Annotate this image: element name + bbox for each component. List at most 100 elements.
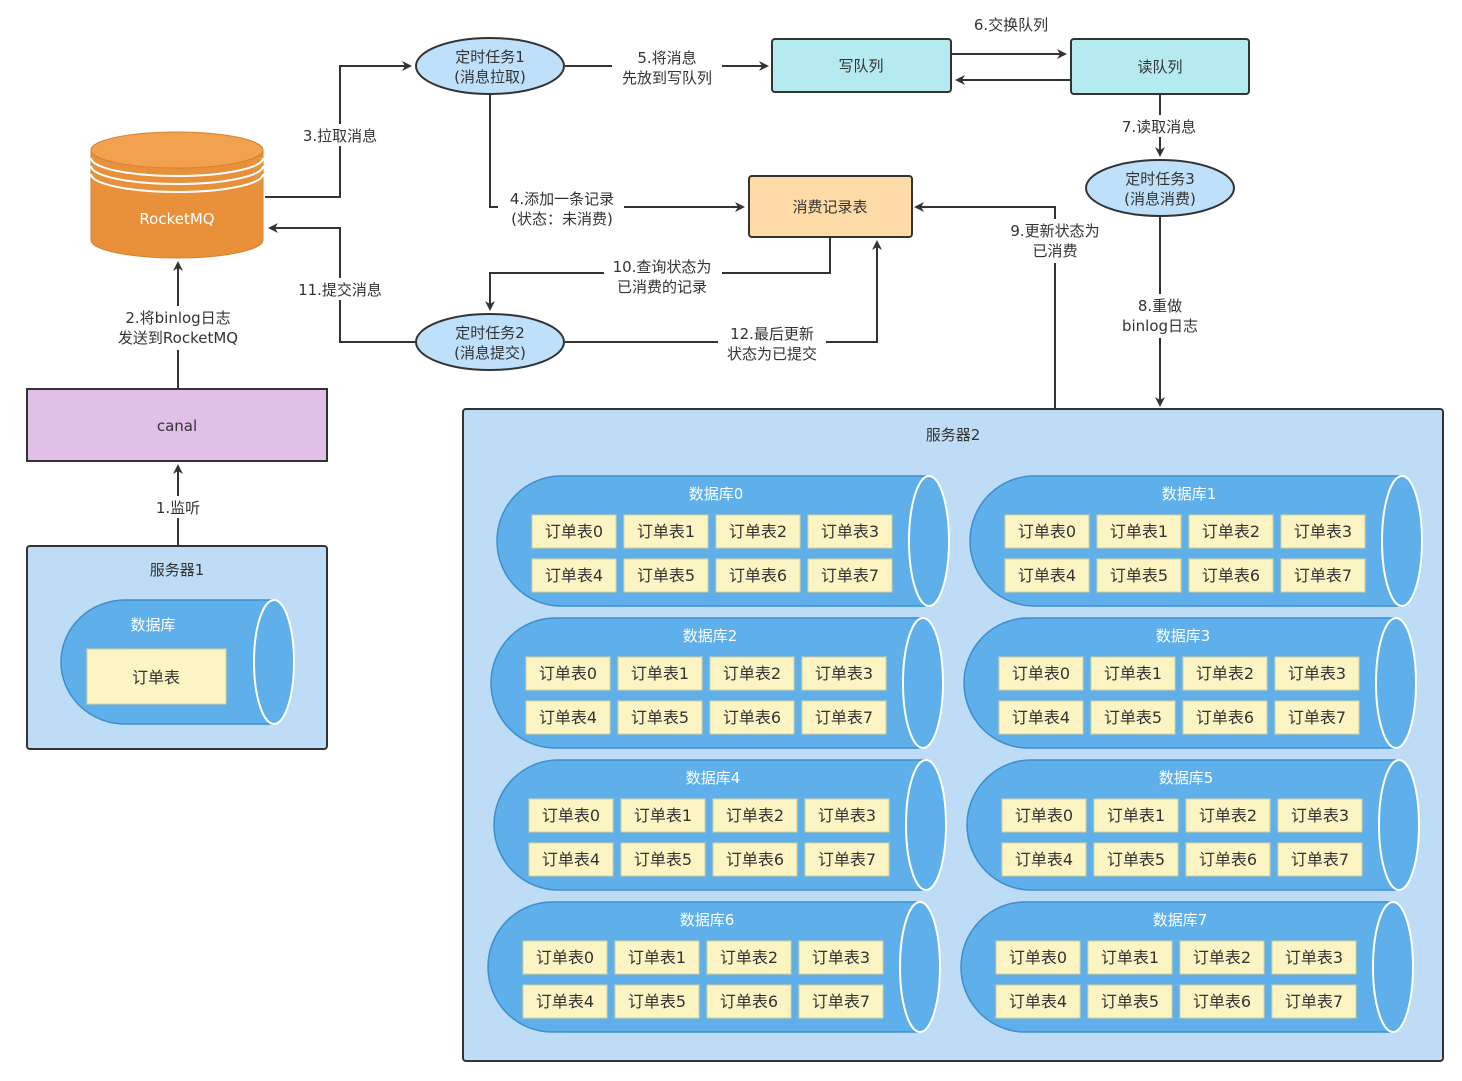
order-table-box [1182,700,1268,735]
order-table-label: 订单表6 [1199,850,1257,869]
task1-node: 定时任务1 (消息拉取) [415,37,565,95]
order-table-label: 订单表6 [729,566,787,585]
order-table-label: 订单表1 [628,948,686,967]
order-table-label: 订单表5 [631,708,689,727]
order-table: 订单表0 [998,656,1084,691]
edge-8-label-line2: binlog日志 [1122,317,1198,335]
database-cap [1375,617,1417,749]
read-queue-label: 读队列 [1137,58,1182,76]
order-table-box [1096,514,1182,549]
order-table-box [617,700,703,735]
order-table: 订单表2 [1182,656,1268,691]
order-table-box [1271,984,1357,1019]
order-table-box [525,700,611,735]
edge-9-label-line2: 已消费 [1032,242,1077,260]
rocketmq-node: RocketMQ [90,131,264,259]
order-table-label: 订单表2 [720,948,778,967]
order-table: 订单表1 [1096,514,1182,549]
task3-label-line2: (消息消费) [1124,190,1196,208]
order-table-label: 订单表7 [1288,708,1346,727]
order-table-box [1179,984,1265,1019]
order-table: 订单表5 [1087,984,1173,1019]
order-table-box [998,656,1084,691]
order-table-label: 订单表6 [1193,992,1251,1011]
server2-label: 服务器2 [926,426,981,444]
database-cap [1378,759,1420,891]
order-table-box [1274,656,1360,691]
order-table-label: 订单表4 [545,566,603,585]
order-table-label: 订单表5 [1107,850,1165,869]
order-table-label: 订单表4 [542,850,600,869]
order-table: 订单表4 [531,558,617,593]
order-table-label: 订单表3 [812,948,870,967]
order-table-label: 订单表5 [1101,992,1159,1011]
task2-label-line2: (消息提交) [454,344,526,362]
edge-12-update-committed [565,240,882,343]
database-title: 数据库0 [689,485,744,503]
order-table-label: 订单表3 [1291,806,1349,825]
order-table-box [1093,798,1179,833]
order-table-box [522,940,608,975]
order-table-label: 订单表7 [1285,992,1343,1011]
order-table-box [995,940,1081,975]
order-table-box [528,798,614,833]
edge-5-label-line2: 先放到写队列 [622,69,712,87]
order-table-label: 订单表0 [542,806,600,825]
order-table-box [617,656,703,691]
order-table-label: 订单表2 [1196,664,1254,683]
order-table-label: 订单表1 [1110,522,1168,541]
order-table: 订单表0 [1004,514,1090,549]
order-table-label: 订单表7 [812,992,870,1011]
order-table-box [798,984,884,1019]
order-table: 订单表0 [528,798,614,833]
order-table-box [1096,558,1182,593]
order-table: 订单表6 [1179,984,1265,1019]
order-table: 订单表2 [1185,798,1271,833]
order-table: 订单表6 [706,984,792,1019]
order-table: 订单表3 [804,798,890,833]
order-table: 订单表3 [1274,656,1360,691]
order-table-label: 订单表1 [1104,664,1162,683]
database-cap [1381,475,1423,607]
edge-10-label-line1: 10.查询状态为 [613,258,712,276]
database-title: 数据库2 [683,627,738,645]
order-table: 订单表6 [1182,700,1268,735]
edge-10-label-line2: 已消费的记录 [617,278,707,296]
order-table-label: 订单表1 [1107,806,1165,825]
order-table: 订单表3 [1277,798,1363,833]
server1-order-table: 订单表 [132,668,180,687]
order-table-label: 订单表3 [1288,664,1346,683]
order-table-label: 订单表0 [536,948,594,967]
order-table-box [807,558,893,593]
order-table-label: 订单表6 [720,992,778,1011]
order-table: 订单表6 [1185,842,1271,877]
order-table-label: 订单表3 [1294,522,1352,541]
order-table: 订单表7 [798,984,884,1019]
edge-4-label-line2: (状态：未消费) [511,210,613,228]
order-table: 订单表7 [1271,984,1357,1019]
order-table-box [1087,940,1173,975]
order-table: 订单表5 [1093,842,1179,877]
order-table-box [1280,514,1366,549]
order-table-box [1182,656,1268,691]
order-table-label: 订单表0 [545,522,603,541]
order-table: 订单表2 [712,798,798,833]
order-table: 订单表2 [1179,940,1265,975]
edge-6-label: 6.交换队列 [974,16,1048,34]
order-table: 订单表7 [1274,700,1360,735]
order-table: 订单表5 [1090,700,1176,735]
order-table: 订单表3 [807,514,893,549]
server1-database-label: 数据库 [130,616,175,634]
order-table: 订单表7 [1277,842,1363,877]
server1-node: 服务器1 数据库 订单表 [26,545,328,750]
order-table-label: 订单表2 [723,664,781,683]
edge-1-label: 1.监听 [156,499,200,517]
order-table-label: 订单表4 [1018,566,1076,585]
order-table: 订单表1 [1093,798,1179,833]
order-table-label: 订单表7 [818,850,876,869]
order-table: 订单表5 [614,984,700,1019]
order-table-label: 订单表5 [634,850,692,869]
